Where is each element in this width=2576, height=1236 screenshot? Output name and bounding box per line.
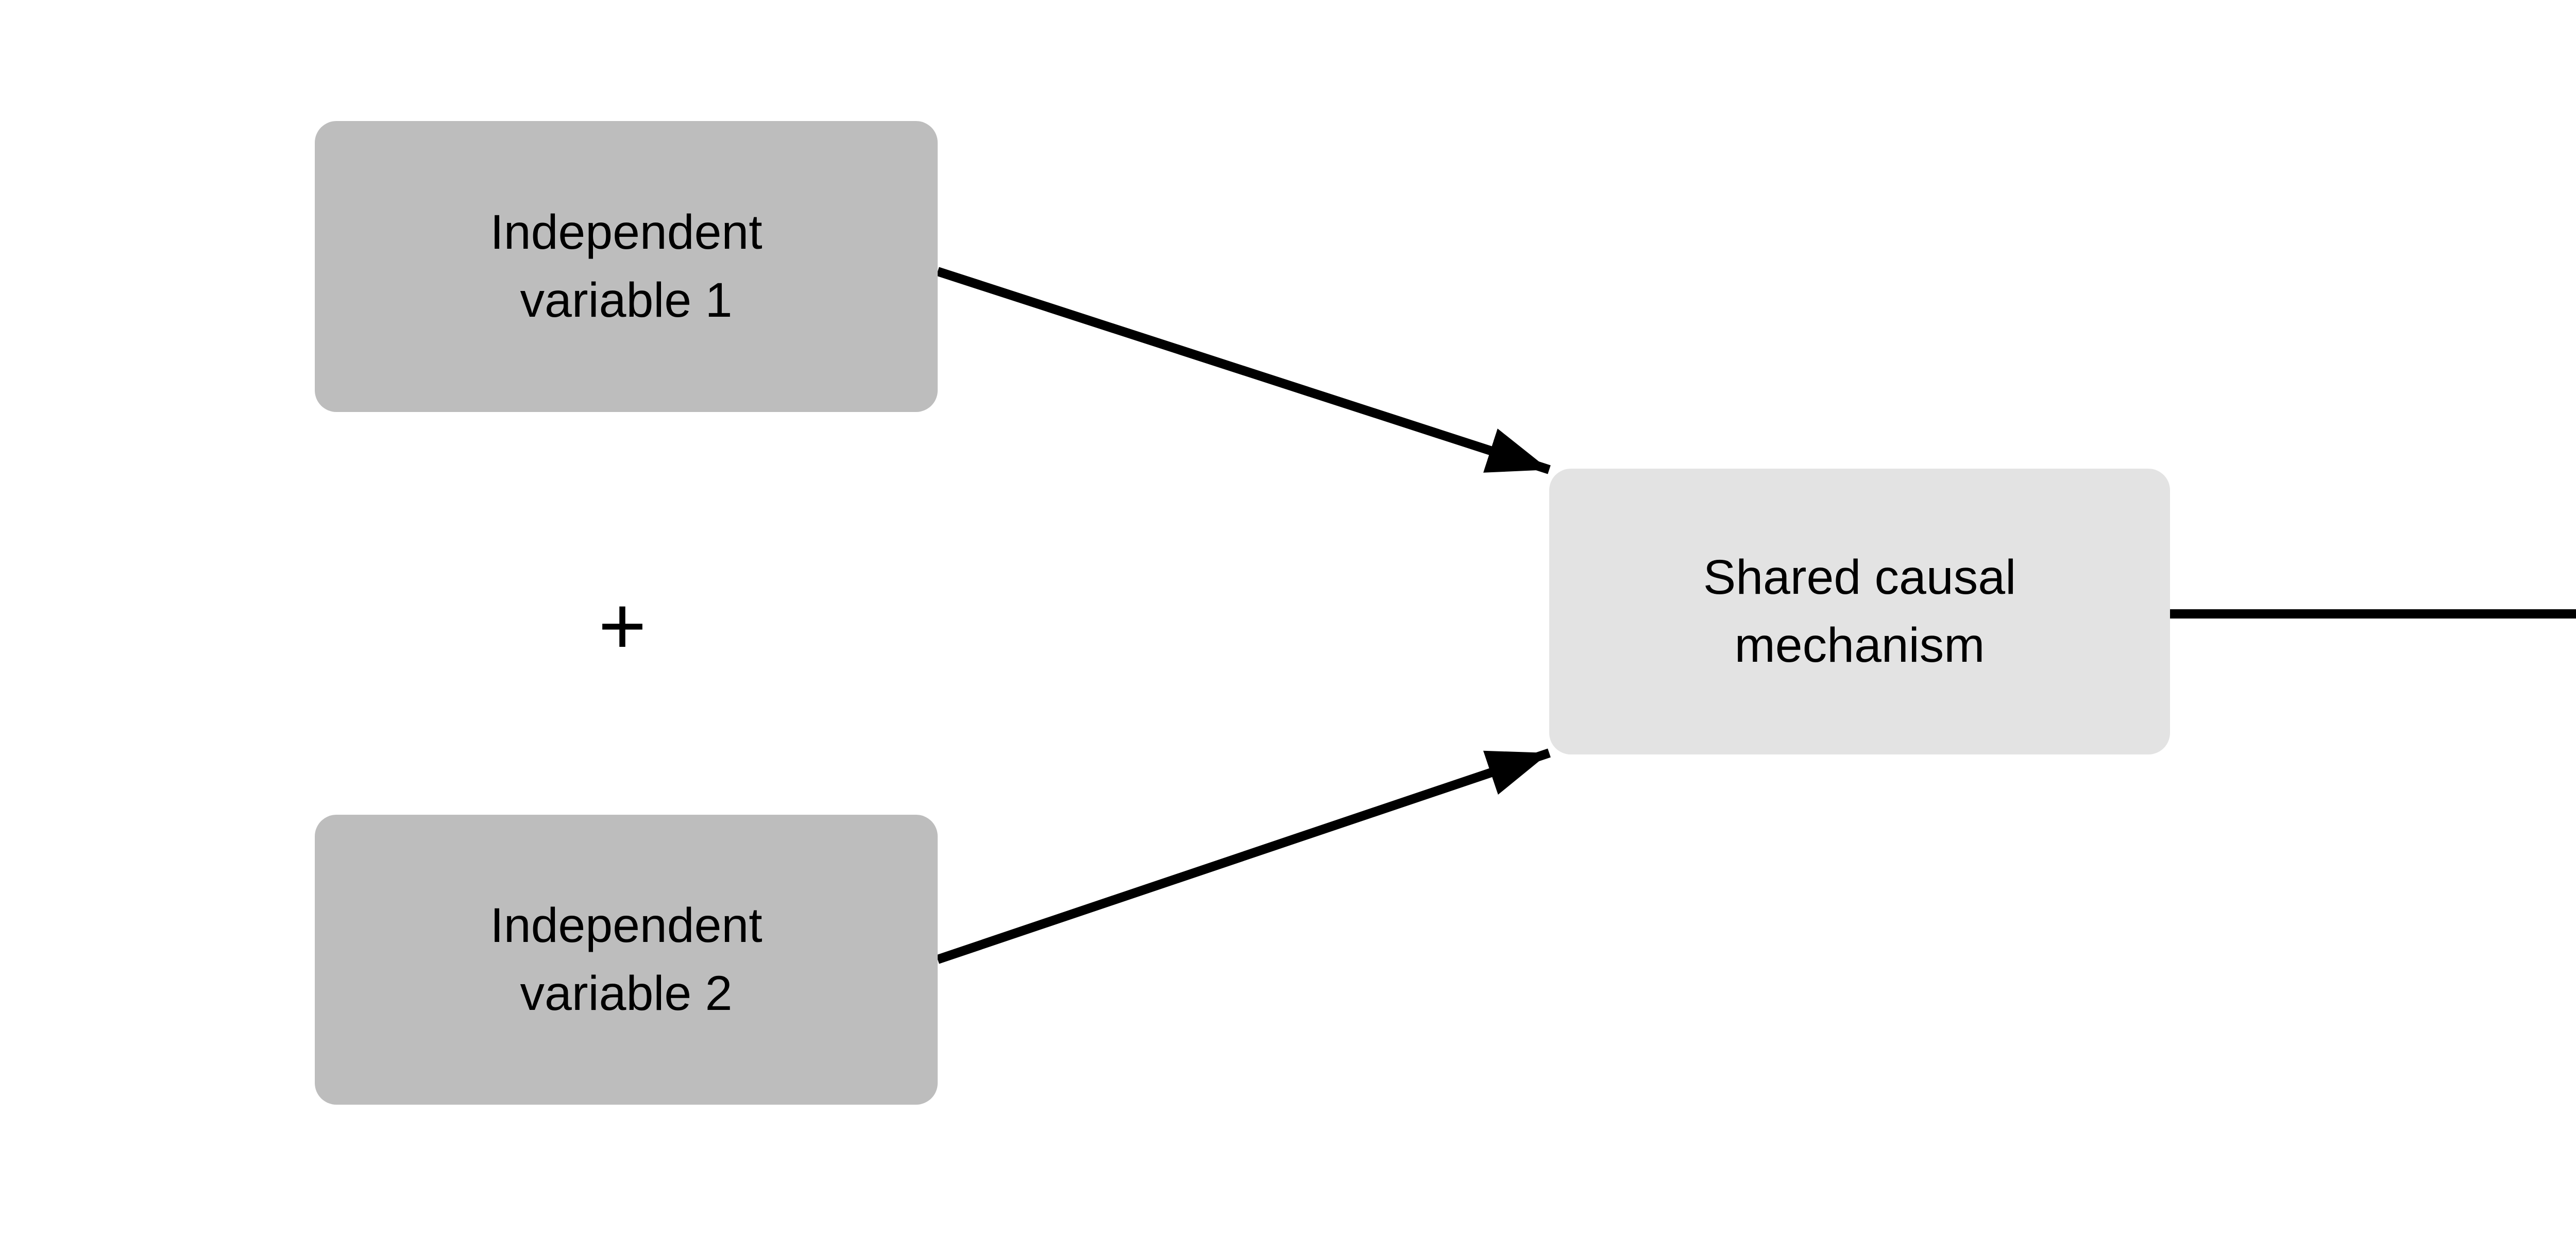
node-independent-variable-2: Independent variable 2 (315, 815, 938, 1105)
node-shared-causal-mechanism: Shared causal mechanism (1549, 469, 2170, 754)
plus-operator-icon: + (598, 579, 647, 672)
node-independent-variable-1: Independent variable 1 (315, 121, 938, 412)
edge-iv2-to-mechanism-arrow (936, 748, 1551, 964)
edge-iv1-to-mechanism-arrow (936, 267, 1551, 474)
